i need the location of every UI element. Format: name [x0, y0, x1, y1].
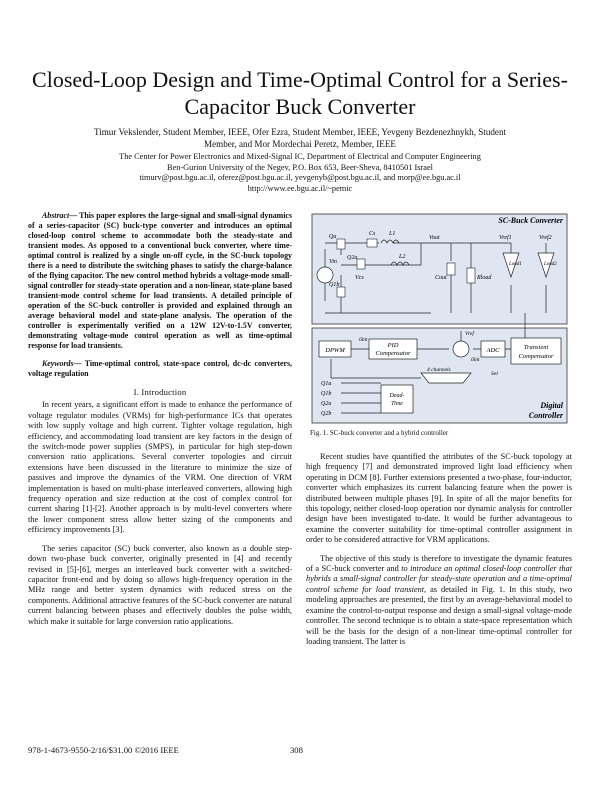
abstract-text: — This paper explores the large-signal a…	[28, 211, 292, 350]
switch-qa-icon	[336, 238, 346, 250]
bits-label-2: 6bit	[471, 357, 480, 363]
sel-label: Sel	[491, 371, 498, 377]
pid-block	[368, 338, 418, 360]
switch-q1b-label: Q1b	[329, 282, 339, 288]
transient-label-line-2: Compensator	[518, 353, 554, 360]
keywords-text: — Time-optimal control, state-space cont…	[28, 359, 292, 378]
capacitor-cs-label: Cs	[369, 231, 376, 237]
gate-q1b-label: Q1b	[321, 391, 331, 397]
vref1-label: Vref1	[499, 234, 512, 241]
figure-1-caption: Fig. 1. SC-buck converter and a hybrid c…	[310, 429, 449, 437]
mux-icon	[420, 372, 472, 384]
abstract-lead: Abstract	[42, 211, 70, 220]
pid-label-line-1: PID	[387, 342, 399, 349]
converter-panel	[311, 213, 568, 325]
paper-title: Closed-Loop Design and Time-Optimal Cont…	[32, 67, 568, 119]
intro-paragraph-2: The series capacitor (SC) buck converter…	[28, 543, 292, 626]
keywords-lead: Keywords	[42, 359, 74, 368]
dead-time-label-line-1: Dead-	[389, 393, 405, 399]
abstract: Abstract— This paper explores the large-…	[28, 211, 292, 351]
controller-wires	[330, 313, 526, 414]
load2-label: Load2	[543, 262, 557, 267]
figure-1: SC-Buck Converter Vin Qa Cs L1 L2 Q2a Vc…	[311, 213, 569, 425]
transient-label-line-1: Transient	[524, 344, 549, 351]
affiliation-line-1: The Center for Power Electronics and Mix…	[119, 152, 481, 161]
inductor-l2-label: L2	[398, 254, 405, 260]
intro-paragraph-3: Recent studies have quantified the attri…	[306, 452, 572, 545]
gate-q2b-label: Q2b	[321, 411, 331, 417]
keywords: Keywords— Time-optimal control, state-sp…	[28, 359, 292, 379]
intro-paragraph-4-start: The objective of this study is therefore…	[306, 553, 572, 574]
inductor-l1-label: L1	[388, 231, 395, 237]
controller-label-line-2: Controller	[529, 411, 564, 420]
lab-website[interactable]: http://www.ee.bgu.ac.il/~pemic	[247, 183, 353, 193]
capacitor-cout-icon	[446, 262, 456, 276]
vin-source-icon	[316, 266, 334, 284]
footer-copyright: 978-1-4673-9550-2/16/$31.00 ©2016 IEEE	[28, 745, 179, 755]
switch-q2a-label: Q2a	[347, 255, 357, 261]
left-column: Abstract— This paper explores the large-…	[28, 211, 292, 635]
adc-block	[480, 340, 506, 358]
right-column: Recent studies have quantified the attri…	[306, 452, 572, 655]
gate-q2a-label: Q2a	[321, 401, 331, 407]
vref-label: Vref	[465, 330, 475, 337]
inductor-l1-icon	[380, 239, 400, 244]
vin-label: Vin	[329, 259, 337, 265]
authors-line-1: Timur Vekslender, Student Member, IEEE, …	[93, 127, 507, 137]
dpwm-block	[318, 340, 352, 358]
adc-label: ADC	[486, 347, 501, 354]
load1-comparator-icon	[502, 252, 520, 279]
figure-1-diagram: SC-Buck Converter Vin Qa Cs L1 L2 Q2a Vc…	[311, 213, 568, 424]
dead-time-block	[380, 384, 414, 414]
controller-label-line-1: Digital	[539, 401, 563, 410]
switch-q2a-icon	[356, 258, 366, 270]
dead-time-label-line-2: Time	[391, 401, 403, 407]
affiliation-line-2: Ben-Gurion University of the Negev, P.O.…	[167, 162, 433, 172]
capacitor-cs-icon	[366, 238, 378, 248]
vout-label: Vout	[429, 235, 440, 241]
load2-comparator-icon	[537, 252, 555, 279]
vcs-label: Vcs	[355, 275, 364, 281]
resistor-rload-label: Rload	[476, 275, 492, 281]
intro-paragraph-4-emphasis: to introduce an optimal closed-loop cont…	[306, 564, 573, 594]
switch-qa-label: Qa	[329, 234, 336, 240]
pid-label-line-2: Compensator	[375, 350, 411, 357]
intro-paragraph-4: The objective of this study is therefore…	[306, 554, 572, 648]
intro-paragraph-4-end: , as detailed in Fig. 1. In this study, …	[306, 584, 572, 646]
channels-label: 4 channels	[427, 366, 451, 373]
gate-q1a-label: Q1a	[321, 381, 331, 387]
inductor-l2-icon	[390, 261, 410, 266]
intro-paragraph-1: In recent years, a significant effort is…	[28, 400, 292, 535]
transient-compensator-block	[510, 337, 562, 365]
load1-label: Load1	[508, 262, 522, 267]
capacitor-cout-label: Cout	[435, 275, 447, 281]
section-heading-introduction: I. Introduction	[133, 387, 187, 397]
converter-label: SC-Buck Converter	[498, 216, 564, 225]
authors-line-2: Member, and Mor Mordechai Peretz, Member…	[204, 139, 396, 149]
summing-junction-icon	[452, 340, 470, 358]
dpwm-label: DPWM	[324, 347, 345, 354]
affiliation: The Center for Power Electronics and Mix…	[40, 152, 560, 194]
switch-q1b-icon	[336, 286, 346, 298]
resistor-rload-icon	[466, 267, 476, 284]
vref2-label: Vref2	[539, 234, 552, 241]
footer-page-number: 308	[290, 745, 303, 755]
author-list: Timur Vekslender, Student Member, IEEE, …	[40, 126, 560, 150]
author-emails: timurv@post.bgu.ac.il, oferez@post.bgu.a…	[139, 173, 461, 183]
bits-label-1: 6bit	[359, 337, 368, 343]
